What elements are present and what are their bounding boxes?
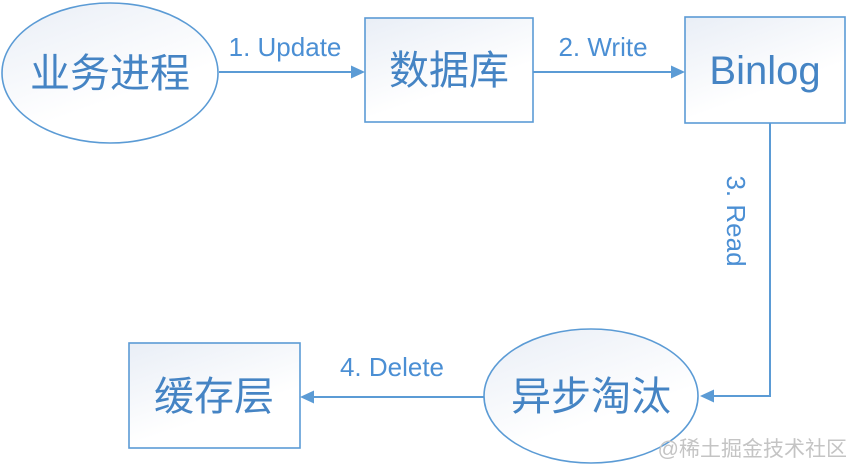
edge-delete: 4. Delete [300,352,484,404]
database-label: 数据库 [389,49,509,93]
edge-update: 1. Update [219,32,365,79]
node-cache-layer: 缓存层 [128,342,301,449]
read-arrow-line [714,123,771,397]
database-rectangle [364,17,534,123]
business-process-label: 业务进程 [30,52,190,96]
edge-read: 3. Read [700,123,771,403]
update-arrowhead-icon [351,65,365,79]
async-eviction-label: 异步淘汰 [511,375,671,419]
binlog-label: Binlog [709,49,820,93]
node-business-process: 业务进程 [1,2,219,144]
read-arrowhead-icon [700,389,714,403]
update-arrow-label: 1. Update [229,32,342,62]
cache-layer-label: 缓存层 [154,375,274,419]
delete-arrowhead-icon [300,390,314,404]
cache-layer-rectangle [128,342,301,449]
business-process-ellipse [1,2,219,144]
node-binlog: Binlog [684,16,846,124]
edge-write: 2. Write [533,32,685,79]
write-arrow-label: 2. Write [558,32,647,62]
watermark-text: @稀土掘金技术社区 [658,438,847,461]
delete-arrow-label: 4. Delete [340,352,444,382]
write-arrowhead-icon [671,65,685,79]
read-arrow-label: 3. Read [721,175,751,266]
node-database: 数据库 [364,17,534,123]
binlog-rectangle [684,16,846,124]
